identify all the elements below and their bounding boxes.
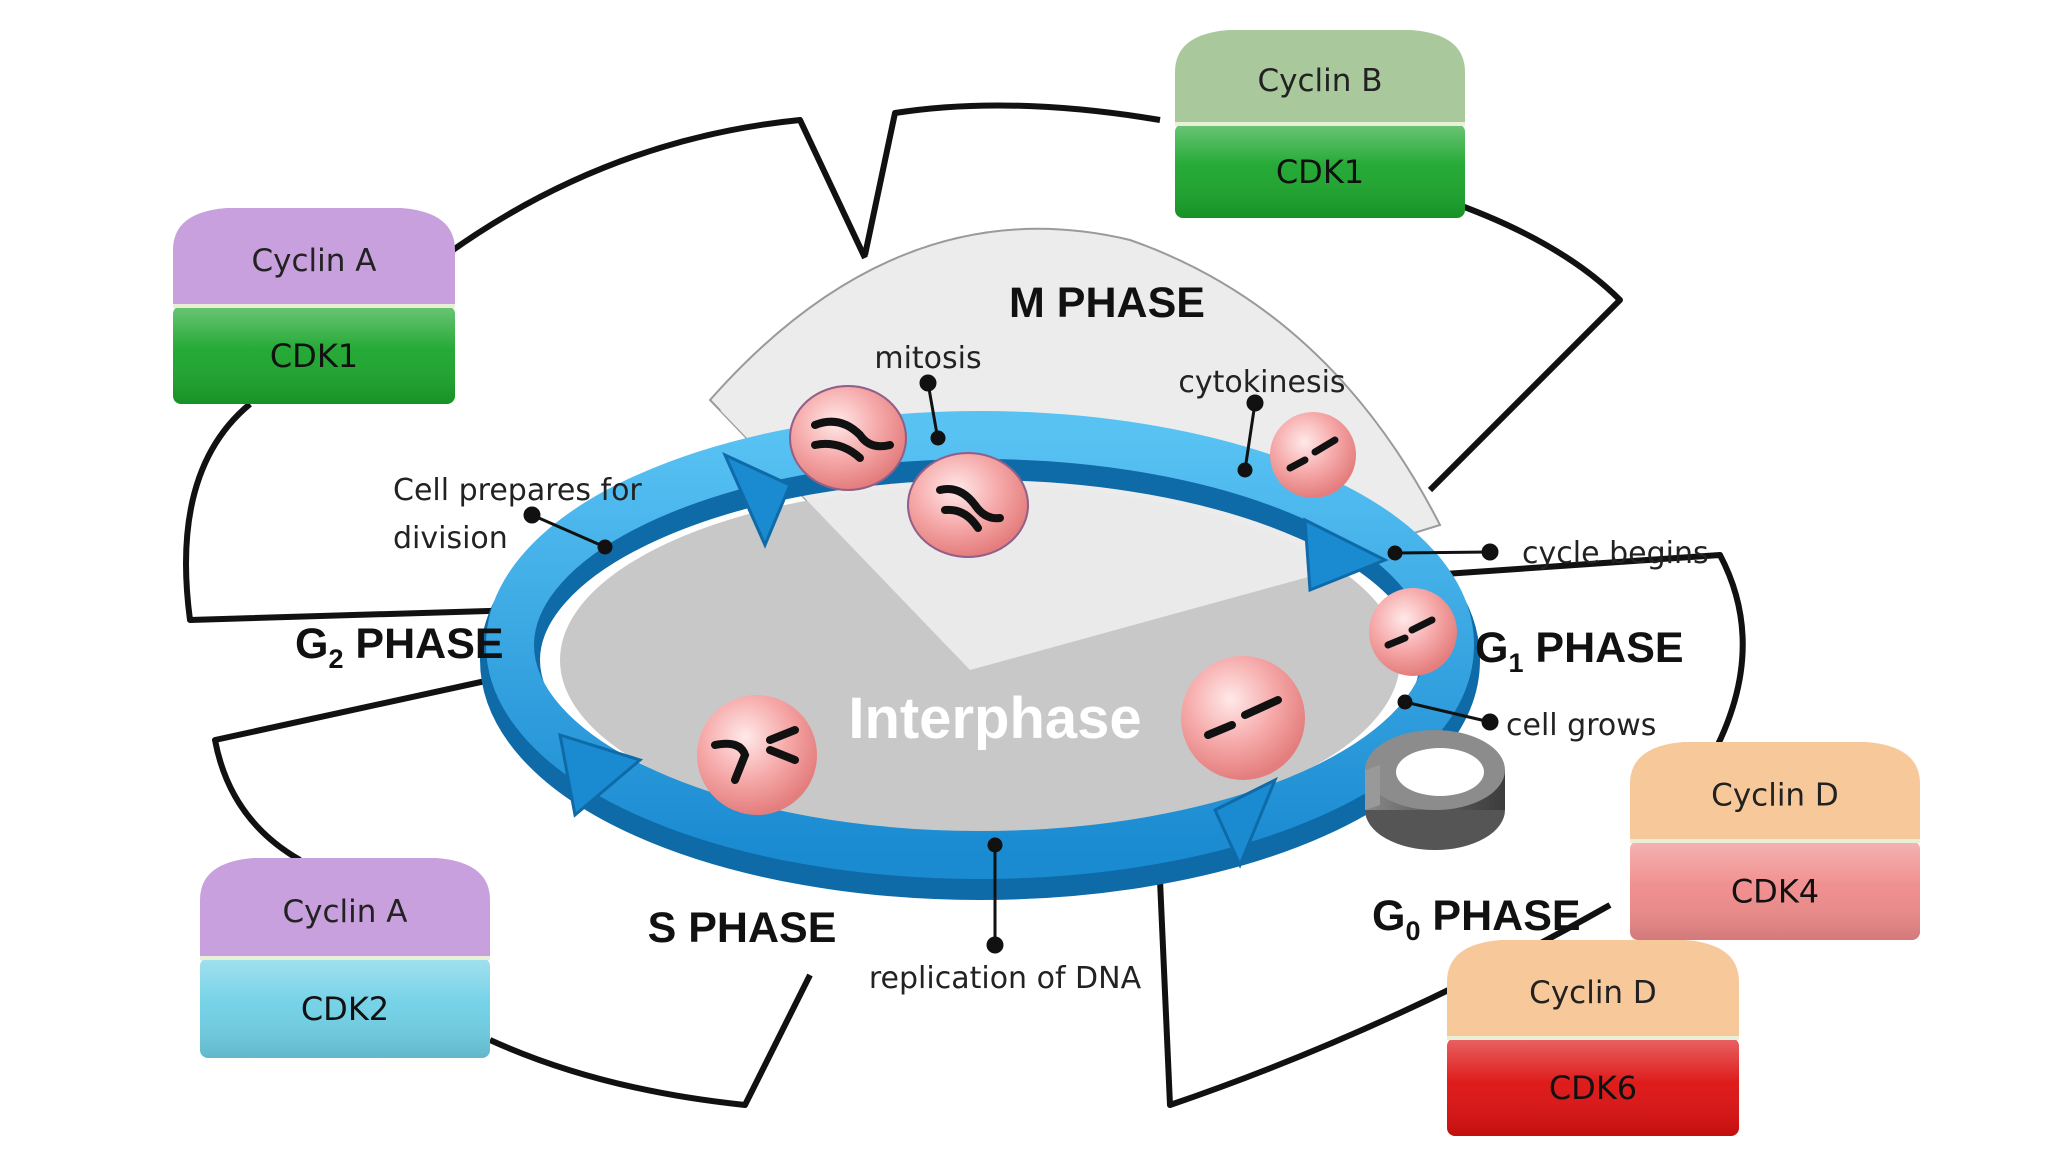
ring-arrow-mphase: [1303, 517, 1389, 593]
cdk-label: CDK6: [1549, 1069, 1637, 1107]
cyclin-block: [1175, 30, 1465, 124]
cyclin-label: Cyclin A: [252, 243, 377, 279]
complex-cyclina-cdk2: Cyclin A CDK2: [200, 858, 490, 1058]
cell-mitosis-bottom: [907, 452, 1029, 558]
ring-arrow-g1: [1213, 776, 1278, 869]
cyclin-label: Cyclin A: [283, 894, 408, 930]
g0-ring-icon: [1365, 730, 1505, 850]
annotation-leaders: [523, 374, 1499, 954]
complex-cyclind-cdk6: Cyclin D CDK6: [1447, 940, 1739, 1136]
cyclin-label: Cyclin D: [1711, 778, 1839, 814]
cyclin-label: Cyclin D: [1529, 975, 1657, 1011]
cell-mitosis-top: [789, 385, 907, 491]
cell-grows-note: cell grows: [1506, 708, 1656, 743]
cdk-shine: [1630, 841, 1920, 940]
complex-cyclinb-cdk1: Cyclin B CDK1: [1175, 30, 1465, 218]
cyclin-block: [200, 858, 490, 958]
cyclin-label: Cyclin B: [1257, 63, 1382, 99]
cyclin-block: [173, 208, 455, 306]
m-phase-label: M PHASE: [1009, 279, 1205, 327]
cdk-shine: [1447, 1038, 1739, 1136]
cytokinesis-note: cytokinesis: [1178, 365, 1345, 400]
cdk-shine: [1175, 124, 1465, 218]
s-phase-label: S PHASE: [648, 904, 837, 952]
cyclin-block: [1630, 742, 1920, 841]
cdk-label: CDK1: [270, 337, 358, 375]
cell-g1-start: [1369, 588, 1457, 676]
cell-s-phase: [697, 695, 817, 815]
cdk-shine: [200, 958, 490, 1058]
chromosome-icon: [811, 417, 894, 451]
complex-cyclina-cdk1: Cyclin A CDK1: [173, 208, 455, 404]
cell-interphase-large: [1181, 656, 1305, 780]
interphase-label: Interphase: [848, 686, 1141, 751]
cell-cytokinesis: [1270, 412, 1356, 498]
cdk-shine: [173, 306, 455, 404]
ring-arrow-g2: [722, 451, 792, 549]
prepares-note-line1: Cell prepares for: [393, 473, 642, 508]
cycle-begins-note: cycle begins: [1522, 536, 1709, 571]
complex-cyclind-cdk4: Cyclin D CDK4: [1630, 742, 1920, 940]
cdk-label: CDK1: [1276, 153, 1364, 191]
g1-phase-label: G1 PHASE: [1475, 624, 1684, 678]
cdk-label: CDK2: [301, 990, 389, 1028]
mitosis-note: mitosis: [874, 341, 981, 376]
g0-phase-label: G0 PHASE: [1372, 892, 1581, 946]
prepares-note-line2: division: [393, 521, 508, 556]
ring-arrow-s: [558, 732, 644, 818]
replication-note: replication of DNA: [869, 961, 1142, 996]
cyclin-block: [1447, 940, 1739, 1038]
cdk-label: CDK4: [1731, 873, 1819, 911]
g2-phase-label: G2 PHASE: [295, 620, 504, 674]
